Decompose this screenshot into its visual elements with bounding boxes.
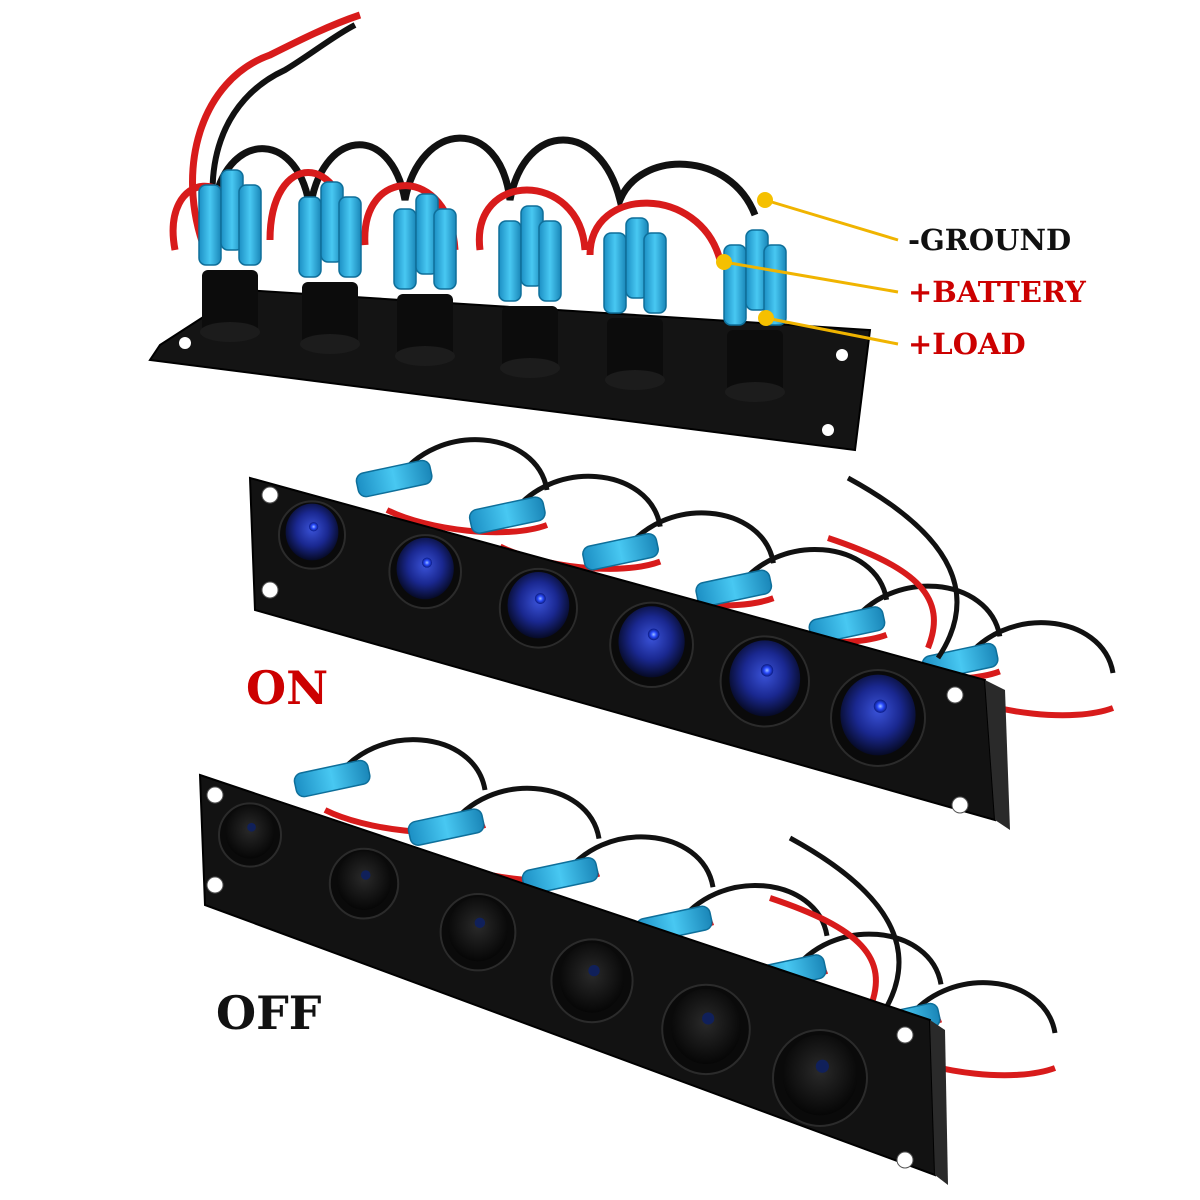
black-wire — [332, 737, 488, 791]
spade-terminal — [763, 244, 787, 326]
rocker-switch — [336, 851, 392, 911]
black-wire — [508, 473, 663, 528]
black-wire — [788, 931, 944, 985]
switch-nut — [200, 322, 260, 342]
switch-nut — [300, 334, 360, 354]
black-wire — [621, 510, 776, 564]
red-lead-wire — [769, 895, 879, 1010]
spade-terminal — [433, 208, 457, 290]
led-indicator — [815, 1059, 829, 1073]
rocker-switch — [670, 988, 742, 1065]
on-state-label: ON — [246, 661, 329, 715]
rocker-switch — [396, 537, 454, 600]
led-indicator — [873, 699, 887, 713]
spade-terminal — [538, 220, 562, 302]
switch-body — [502, 306, 558, 368]
load-marker-dot — [758, 310, 774, 326]
black-wire — [394, 437, 550, 491]
spade-terminal — [293, 759, 371, 798]
rocker-switch — [285, 503, 339, 561]
switch-body — [607, 318, 663, 380]
switch-nut — [395, 346, 455, 366]
spade-terminal — [355, 459, 433, 498]
switch-panel-off — [198, 737, 1058, 1185]
battery-label: +BATTERY — [908, 275, 1086, 309]
spade-terminal — [468, 496, 546, 534]
rocker-switch — [448, 897, 508, 962]
rocker-switch — [225, 805, 275, 859]
spade-terminal — [643, 232, 667, 314]
rocker-switch — [782, 1034, 858, 1116]
black-wire — [847, 583, 1003, 637]
spade-terminal — [298, 196, 322, 278]
spade-terminal — [695, 569, 773, 608]
switch-body — [727, 330, 783, 392]
spade-terminal — [238, 184, 262, 266]
spade-terminal — [407, 808, 485, 846]
led-indicator — [421, 557, 433, 568]
black-wire — [902, 980, 1058, 1034]
red-wire — [385, 507, 549, 536]
rocker-switch — [507, 572, 570, 639]
black-wire — [734, 547, 890, 601]
led-indicator — [760, 664, 774, 677]
led-indicator — [474, 917, 486, 929]
spade-terminal — [338, 196, 362, 278]
ground-label: -GROUND — [908, 223, 1072, 257]
rocker-switch — [840, 674, 916, 756]
battery-marker-dot — [716, 254, 732, 270]
black-wire — [960, 620, 1116, 674]
switch-panel-on — [248, 437, 1116, 830]
rocker-switch — [559, 942, 625, 1013]
black-wire — [560, 834, 716, 888]
switch-body — [302, 282, 358, 344]
load-label: +LOAD — [908, 327, 1026, 361]
led-indicator — [247, 822, 256, 832]
black-lead-wire — [788, 835, 902, 1020]
off-state-label: OFF — [216, 986, 322, 1040]
led-indicator — [647, 628, 660, 641]
switch-nut — [605, 370, 665, 390]
spade-terminal — [603, 232, 627, 314]
switch-nut — [500, 358, 560, 378]
rocker-switch — [729, 640, 801, 717]
led-indicator — [534, 593, 546, 604]
led-indicator — [360, 870, 371, 880]
red-lead-wire — [827, 535, 937, 650]
black-ground-chain — [211, 134, 759, 217]
black-lead-wire — [846, 475, 960, 660]
spade-terminal — [498, 220, 522, 302]
switch-body — [202, 270, 258, 332]
rocker-switch — [618, 606, 685, 678]
led-indicator — [588, 964, 600, 977]
switch-body — [397, 294, 453, 356]
led-indicator — [702, 1012, 715, 1025]
ground-marker-dot — [757, 192, 773, 208]
black-wire — [446, 785, 602, 840]
switch-nut — [725, 382, 785, 402]
spade-terminal — [582, 532, 659, 571]
spade-terminal — [393, 208, 417, 290]
spade-terminal — [198, 184, 222, 266]
switch-panel-back-view — [148, 11, 899, 452]
led-indicator — [309, 522, 319, 532]
